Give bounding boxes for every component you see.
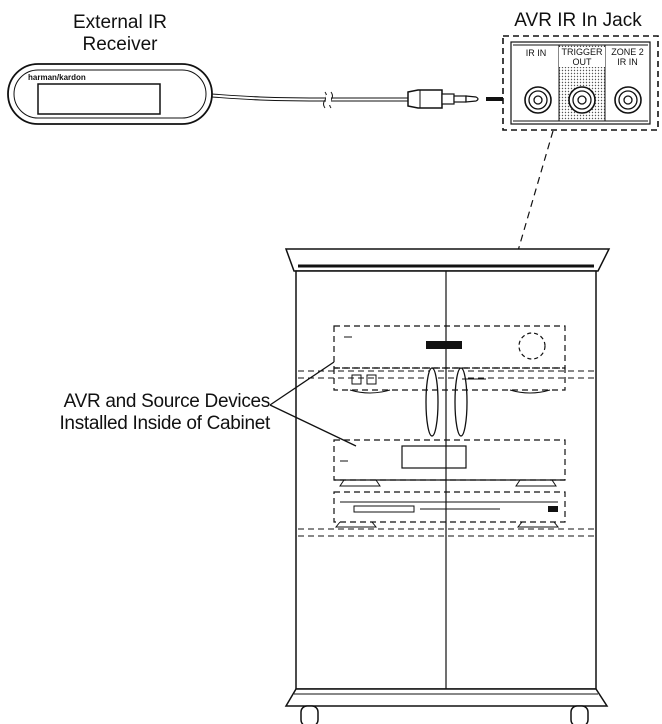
trigger-out-jack-label: TRIGGER OUT xyxy=(559,47,605,67)
avr-sources-line1: AVR and Source Devices xyxy=(63,391,271,412)
receiver-brand: harman/kardon xyxy=(28,73,86,82)
external-ir-receiver xyxy=(7,63,213,125)
trigger-line2: OUT xyxy=(572,57,592,67)
ir-in-jack-label: IR IN xyxy=(525,48,547,58)
zone2-line1: ZONE 2 xyxy=(611,47,644,57)
zone2-ir-in-jack xyxy=(614,86,642,114)
mini-plug xyxy=(407,89,479,109)
avr-source-devices-label: AVR and Source Devices Installed Inside … xyxy=(30,391,270,435)
external-ir-line1: External IR xyxy=(73,12,167,33)
avr-unit xyxy=(333,325,566,394)
ir-in-jack xyxy=(524,86,552,114)
callout-lines xyxy=(269,361,357,447)
trigger-line1: TRIGGER xyxy=(561,47,603,57)
external-ir-line2: Receiver xyxy=(82,34,158,55)
external-ir-receiver-label: External IR Receiver xyxy=(50,12,190,56)
avr-ir-in-jack-label: AVR IR In Jack xyxy=(514,10,642,31)
trigger-out-jack xyxy=(568,86,596,114)
cabinet xyxy=(284,248,611,724)
zone2-ir-in-jack-label: ZONE 2 IR IN xyxy=(605,47,650,67)
avr-sources-line2: Installed Inside of Cabinet xyxy=(59,413,270,434)
source-device-1 xyxy=(333,439,566,487)
zone2-line2: IR IN xyxy=(617,57,638,67)
source-device-2 xyxy=(333,491,566,528)
ir-cable xyxy=(211,91,408,109)
